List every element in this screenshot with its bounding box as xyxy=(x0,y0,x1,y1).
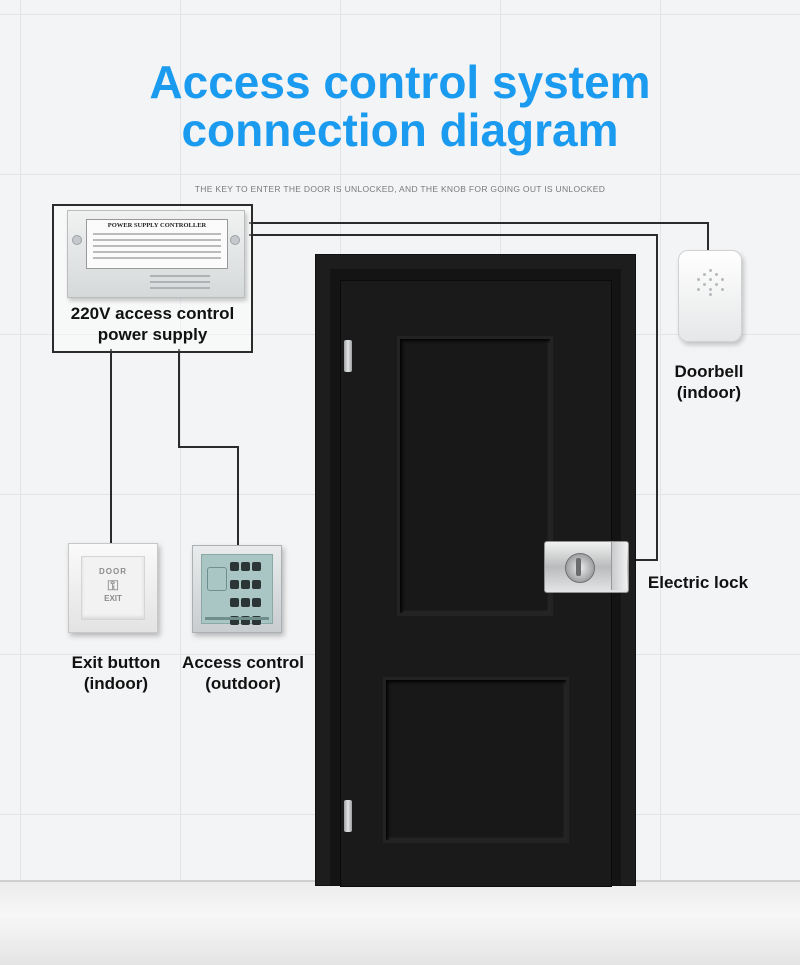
title-line-1: Access control system xyxy=(149,56,651,108)
screw-icon xyxy=(72,235,82,245)
card-reader-icon xyxy=(207,567,227,591)
wire-psu-to-doorbell-top xyxy=(249,222,708,224)
wire-psu-to-keypad-run xyxy=(178,446,239,448)
exit-button-device: DOOR ⚿ EXIT xyxy=(68,543,158,633)
wire-doorbell-drop xyxy=(707,222,709,252)
power-supply-spec-label: POWER SUPPLY CONTROLLER xyxy=(86,219,228,269)
grill-dot xyxy=(715,283,718,286)
keypad-buttons xyxy=(230,561,270,633)
grill-dot xyxy=(703,283,706,286)
door-panel-upper xyxy=(397,336,553,616)
electric-lock-label: Electric lock xyxy=(647,573,749,592)
power-supply-label: 220V access control power supply xyxy=(70,304,235,344)
hinge-icon xyxy=(344,800,352,832)
keypad-panel xyxy=(201,554,273,625)
grill-dot xyxy=(709,293,712,296)
floor xyxy=(0,880,800,965)
grill-dot xyxy=(709,269,712,272)
grill-dot xyxy=(709,278,712,281)
exit-button-face: DOOR ⚿ EXIT xyxy=(81,556,145,620)
diagram-title: Access control system connection diagram xyxy=(0,58,800,154)
grill-dot xyxy=(721,278,724,281)
grill-dot xyxy=(703,273,706,276)
grill-dot xyxy=(715,273,718,276)
power-supply-heading: POWER SUPPLY CONTROLLER xyxy=(107,222,207,229)
speaker-grill-icon xyxy=(697,269,724,296)
grill-dot xyxy=(709,288,712,291)
screw-icon xyxy=(230,235,240,245)
exit-button-label: Exit button (indoor) xyxy=(71,653,161,693)
access-control-label: Access control (outdoor) xyxy=(182,653,304,693)
doorbell-label: Doorbell (indoor) xyxy=(674,362,744,402)
vent-slots xyxy=(150,275,210,293)
access-control-keypad xyxy=(192,545,282,633)
door-panel-lower xyxy=(383,677,569,843)
grill-dot xyxy=(721,288,724,291)
lock-side-plate xyxy=(611,542,627,590)
wire-psu-to-keypad-drop xyxy=(178,349,180,447)
wire-lock-drop xyxy=(656,234,658,561)
title-line-2: connection diagram xyxy=(181,104,619,156)
doorbell-device xyxy=(678,250,742,342)
wire-psu-to-exit-button xyxy=(110,349,112,545)
grill-dot xyxy=(697,288,700,291)
key-icon: ⚿ xyxy=(107,577,119,593)
wire-lock-join xyxy=(628,559,658,561)
hinge-icon xyxy=(344,340,352,372)
key-slot-icon xyxy=(576,558,581,576)
diagram-subtitle: THE KEY TO ENTER THE DOOR IS UNLOCKED, A… xyxy=(194,184,606,194)
power-supply-unit: POWER SUPPLY CONTROLLER xyxy=(67,210,245,298)
wire-psu-to-lock-top xyxy=(249,234,657,236)
electric-lock-device xyxy=(544,541,629,593)
wire-keypad-drop xyxy=(237,446,239,546)
grill-dot xyxy=(697,278,700,281)
